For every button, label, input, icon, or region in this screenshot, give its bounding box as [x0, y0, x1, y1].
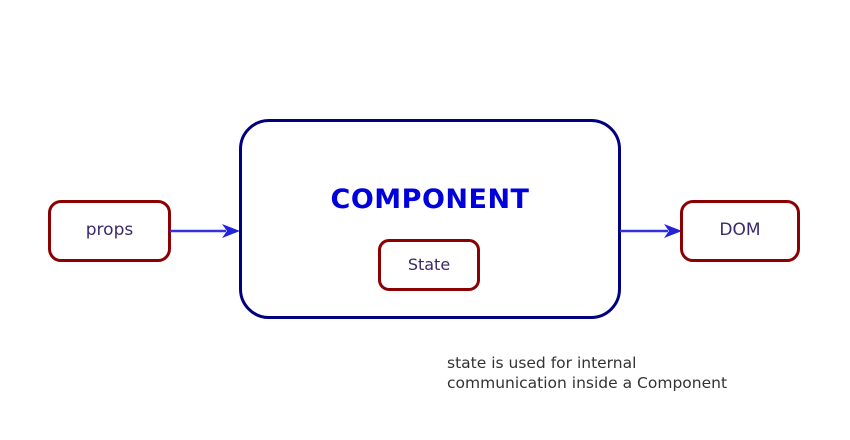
node-dom[interactable]: DOM: [680, 200, 800, 262]
node-state-label: State: [407, 254, 451, 274]
node-component-title: COMPONENT: [330, 184, 530, 215]
node-props-label: props: [85, 220, 134, 241]
arrow-component-to-dom: [620, 222, 682, 240]
diagram-caption: state is used for internal communication…: [447, 353, 807, 393]
arrow-props-to-component-icon: [170, 224, 240, 238]
diagram-caption-line-1: state is used for internal: [447, 354, 637, 372]
arrow-component-to-dom-icon: [620, 224, 682, 238]
node-dom-label: DOM: [719, 220, 761, 241]
node-props[interactable]: props: [48, 200, 171, 262]
node-state[interactable]: State: [378, 239, 480, 291]
diagram-caption-line-2: communication inside a Component: [447, 374, 728, 392]
arrow-props-to-component: [170, 222, 240, 240]
